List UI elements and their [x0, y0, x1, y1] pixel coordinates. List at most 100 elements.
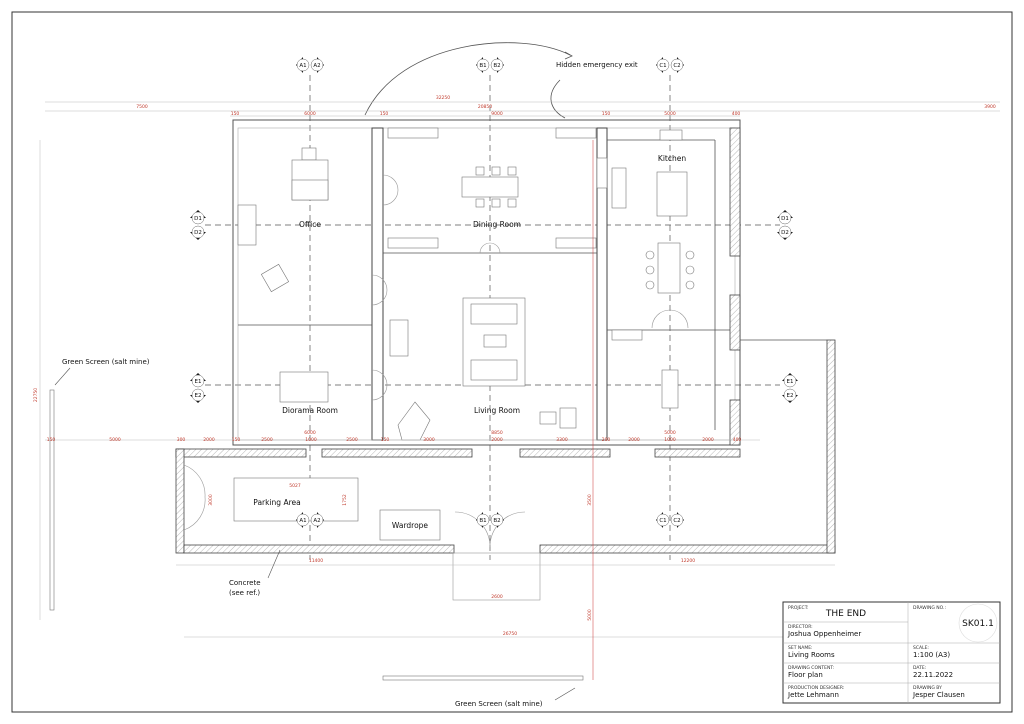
green-screen-bottom-label: Green Screen (salt mine)	[455, 700, 543, 708]
dim-label: 150	[232, 437, 241, 443]
drawing-content: Floor plan	[788, 671, 823, 679]
dim-label: 150	[380, 111, 389, 117]
section-label: A2	[313, 518, 320, 524]
dim-label: 12200	[681, 558, 695, 564]
section-label: D2	[781, 230, 789, 236]
emergency-exit-label: Hidden emergency exit	[556, 61, 638, 69]
set-name: Living Rooms	[788, 651, 835, 659]
dim-label: 6000	[304, 430, 316, 436]
section-label: B1	[479, 63, 486, 69]
dim-top-left: 7500	[136, 104, 148, 110]
lower-building: 5027 1752 3000 11400 12200 2600 26750 35…	[175, 140, 836, 680]
dim-label: 2500	[346, 437, 358, 443]
room-diorama: Diorama Room	[282, 406, 338, 415]
content-label: DRAWING CONTENT:	[788, 665, 834, 671]
dim-label: 300	[177, 437, 186, 443]
section-marker-e-right: E1 E2	[782, 373, 798, 403]
dim-label: 2000	[702, 437, 714, 443]
section-marker-d-left: D1 D2	[190, 210, 206, 240]
dim-label: 1000	[664, 437, 676, 443]
green-screen-left-label: Green Screen (salt mine)	[62, 358, 150, 366]
room-office: Office	[299, 220, 321, 229]
dim-top-right: 3900	[984, 104, 996, 110]
date: 22.11.2022	[913, 671, 953, 679]
room-living: Living Room	[474, 406, 520, 415]
dimensions-top: 32250 7500 20850 3900 150 6000 150 9000 …	[45, 95, 1000, 117]
emergency-exit-arrow	[364, 42, 571, 116]
section-label: E1	[787, 379, 794, 385]
dimensions-middle: 6000 8850 5000 150 5000 300 2000 150 250…	[45, 430, 760, 443]
scale-label: SCALE:	[913, 645, 929, 651]
section-marker-a-bottom: A1 A2	[296, 512, 324, 528]
green-screen-left	[49, 389, 55, 611]
dim-label: 8850	[491, 430, 503, 436]
dim-label: 5000	[664, 430, 676, 436]
section-marker-b-top: B1 B2	[476, 57, 504, 73]
section-label: C2	[673, 518, 680, 524]
drawing-no-label: DRAWING NO.:	[913, 605, 946, 611]
section-marker-e-left: E1 E2	[190, 373, 206, 403]
section-marker-d-right: D1 D2	[777, 210, 793, 240]
dim-label: 150	[47, 437, 56, 443]
drawing-no: SK01.1	[962, 619, 994, 629]
dim-label: 9000	[491, 111, 503, 117]
section-label: B1	[479, 518, 486, 524]
project-name: THE END	[825, 609, 866, 619]
dim-label: 200	[602, 437, 611, 443]
director: Joshua Oppenheimer	[787, 630, 861, 638]
dim-label: 5000	[664, 111, 676, 117]
dim-label: 5027	[289, 483, 301, 489]
dim-label: 2600	[491, 594, 503, 600]
set-name-label: SET NAME:	[788, 645, 813, 651]
dim-label: 5000	[109, 437, 121, 443]
dim-label: 150	[381, 437, 390, 443]
section-marker-b-bottom: B1 B2	[476, 512, 504, 528]
room-dining: Dining Room	[473, 220, 521, 229]
dim-label: 2000	[628, 437, 640, 443]
section-label: B2	[493, 518, 500, 524]
dim-label: 3500	[587, 494, 593, 506]
section-label: D2	[194, 230, 202, 236]
dim-label: 1000	[305, 437, 317, 443]
section-label: A1	[299, 63, 306, 69]
dim-label: 2000	[203, 437, 215, 443]
section-marker-c-bottom: C1 C2	[656, 512, 684, 528]
drawn-by: Jesper Clausen	[912, 691, 965, 699]
title-block: PROJECT: THE END DRAWING NO.: SK01.1 DIR…	[782, 601, 1001, 704]
section-label: A2	[313, 63, 320, 69]
concrete-ref-label: (see ref.)	[229, 589, 260, 597]
dim-label: 400	[733, 437, 742, 443]
dim-label: 150	[231, 111, 240, 117]
section-marker-a-top: A1 A2	[296, 57, 324, 73]
scale: 1:100 (A3)	[913, 651, 950, 659]
section-label: D1	[781, 216, 789, 222]
room-kitchen: Kitchen	[658, 154, 686, 163]
room-wardrope: Wardrope	[392, 521, 429, 530]
director-label: DIRECTOR:	[788, 624, 813, 630]
concrete-label: Concrete	[229, 579, 261, 587]
furniture	[260, 129, 695, 441]
sheet-border	[11, 11, 1013, 713]
dim-label: 6000	[304, 111, 316, 117]
project-label: PROJECT:	[788, 605, 808, 611]
section-label: E2	[787, 393, 794, 399]
section-label: B2	[493, 63, 500, 69]
section-label: A1	[299, 518, 306, 524]
dim-label: 1752	[342, 494, 348, 506]
dim-label: 150	[602, 111, 611, 117]
section-label: D1	[194, 216, 202, 222]
date-label: DATE:	[913, 665, 926, 671]
dim-left-height: 22750	[33, 388, 39, 402]
dim-label: 3000	[423, 437, 435, 443]
section-label: E2	[195, 393, 202, 399]
section-label: C1	[659, 518, 666, 524]
dim-label: 11400	[309, 558, 323, 564]
green-screen-bottom	[382, 675, 584, 681]
designer-label: PRODUCTION DESIGNER:	[788, 685, 844, 691]
dim-label: 26750	[503, 631, 517, 637]
section-label: C1	[659, 63, 666, 69]
section-label: E1	[195, 379, 202, 385]
section-label: C2	[673, 63, 680, 69]
section-marker-c-top: C1 C2	[656, 57, 684, 73]
